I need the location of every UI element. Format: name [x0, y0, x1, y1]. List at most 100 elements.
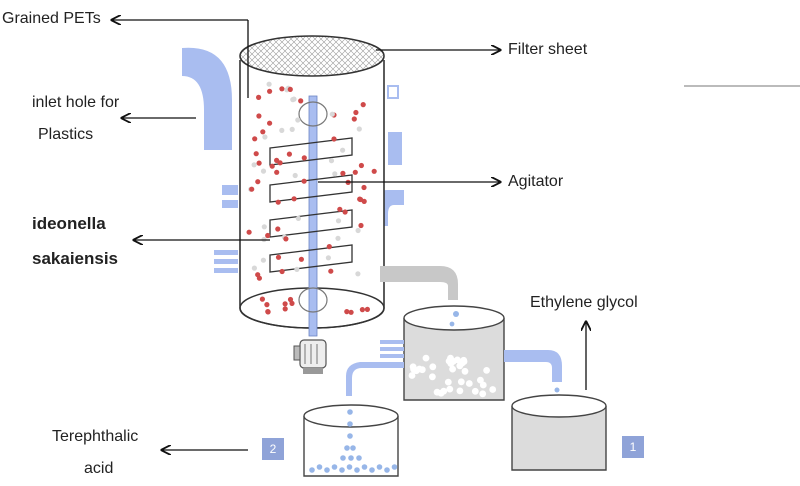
- bead: [446, 385, 454, 393]
- bead: [483, 367, 490, 374]
- pet-particle: [332, 171, 338, 177]
- pet-particle: [267, 88, 273, 94]
- pet-particle: [291, 196, 297, 202]
- pet-particle: [371, 168, 377, 174]
- pet-particle: [356, 126, 362, 132]
- pet-particle: [251, 162, 257, 168]
- filter-sheet-label: Filter sheet: [508, 41, 588, 58]
- acid-drop: [391, 464, 398, 470]
- pet-particle: [283, 236, 289, 242]
- pet-particle: [301, 178, 307, 184]
- pet-particle: [255, 272, 261, 278]
- inlet-label-line1: inlet hole for: [32, 94, 120, 111]
- terephthalic-label-line1: Terephthalic: [52, 428, 139, 445]
- bead: [422, 354, 430, 362]
- pet-particle: [279, 268, 285, 275]
- pet-particle: [301, 155, 307, 161]
- grey-pipe: [380, 266, 458, 300]
- pet-particle: [259, 296, 265, 302]
- pet-particle: [265, 232, 271, 239]
- bead: [477, 376, 484, 384]
- pet-particle: [340, 170, 346, 176]
- terephthalic-tank: [303, 404, 399, 477]
- pet-particle: [252, 136, 258, 142]
- terephthalic-label-line2: acid: [84, 460, 114, 477]
- pet-particle: [266, 81, 272, 87]
- pet-particle: [364, 306, 370, 312]
- pet-particle: [275, 254, 282, 260]
- pet-particle: [298, 98, 304, 104]
- inlet-pipe: [182, 47, 232, 150]
- pet-particle: [351, 116, 357, 122]
- bead: [433, 388, 441, 396]
- pet-particle: [325, 255, 331, 261]
- acid-drop: [356, 455, 362, 461]
- acid-drop: [324, 467, 330, 473]
- pet-particle: [282, 301, 288, 307]
- pet-particle: [295, 117, 301, 123]
- pet-particle: [342, 209, 348, 215]
- pet-particle: [360, 102, 366, 108]
- agitator-assembly: [269, 95, 353, 374]
- pet-particle: [289, 126, 295, 132]
- bead: [479, 390, 487, 398]
- pet-particle: [267, 120, 273, 126]
- pet-particle: [279, 86, 285, 92]
- bead: [489, 386, 497, 393]
- acid-drop: [361, 464, 368, 470]
- pet-particle: [289, 300, 295, 306]
- pet-particle: [344, 309, 350, 315]
- pet-particle: [260, 168, 267, 174]
- pet-particle: [275, 199, 281, 205]
- acid-drop: [316, 464, 323, 470]
- pet-particle: [256, 94, 262, 100]
- acid-drop: [348, 455, 354, 461]
- grained-pets-arrow: [112, 20, 249, 98]
- ethylene-tank: [511, 394, 607, 471]
- acid-drop: [354, 467, 360, 473]
- bead: [457, 378, 465, 386]
- pet-particle: [291, 96, 297, 102]
- bead: [429, 373, 436, 381]
- separation-inflow-drops: [449, 311, 459, 327]
- pet-particle: [295, 215, 301, 221]
- pet-particle: [328, 158, 335, 164]
- inlet-label-line2: Plastics: [38, 126, 94, 143]
- pet-particle: [358, 222, 364, 229]
- pet-particle: [355, 227, 361, 234]
- bead: [461, 367, 469, 375]
- pet-particle: [294, 266, 300, 272]
- pipe-to-ethylene: [504, 350, 562, 382]
- bead: [479, 381, 487, 389]
- motor-icon: [293, 339, 327, 374]
- pet-particle: [251, 265, 257, 271]
- bead: [408, 372, 416, 379]
- badge-1: 1: [622, 436, 644, 458]
- bead: [444, 378, 452, 386]
- terephthalic-drops: [309, 409, 398, 473]
- pet-particle: [256, 113, 262, 119]
- pet-particle: [256, 160, 262, 166]
- acid-drop: [309, 467, 315, 473]
- grained-pets-label: Grained PETs: [2, 10, 101, 27]
- pet-particle: [249, 186, 255, 192]
- acid-drop: [331, 464, 338, 470]
- pet-particle: [329, 111, 335, 117]
- pet-particle: [352, 169, 358, 175]
- bead: [409, 363, 417, 371]
- pet-particle: [328, 268, 334, 274]
- pet-particle: [335, 235, 341, 241]
- acid-drop: [347, 421, 353, 427]
- acid-drop: [376, 464, 383, 470]
- pet-particle: [262, 134, 268, 140]
- acid-drop: [346, 464, 353, 470]
- bacteria-label-line1: ideonella: [32, 214, 106, 233]
- acid-drop: [347, 409, 353, 415]
- pet-particle: [335, 218, 342, 224]
- bead: [447, 354, 454, 362]
- bead: [429, 363, 437, 371]
- bead: [471, 387, 479, 395]
- pet-particle: [269, 163, 275, 169]
